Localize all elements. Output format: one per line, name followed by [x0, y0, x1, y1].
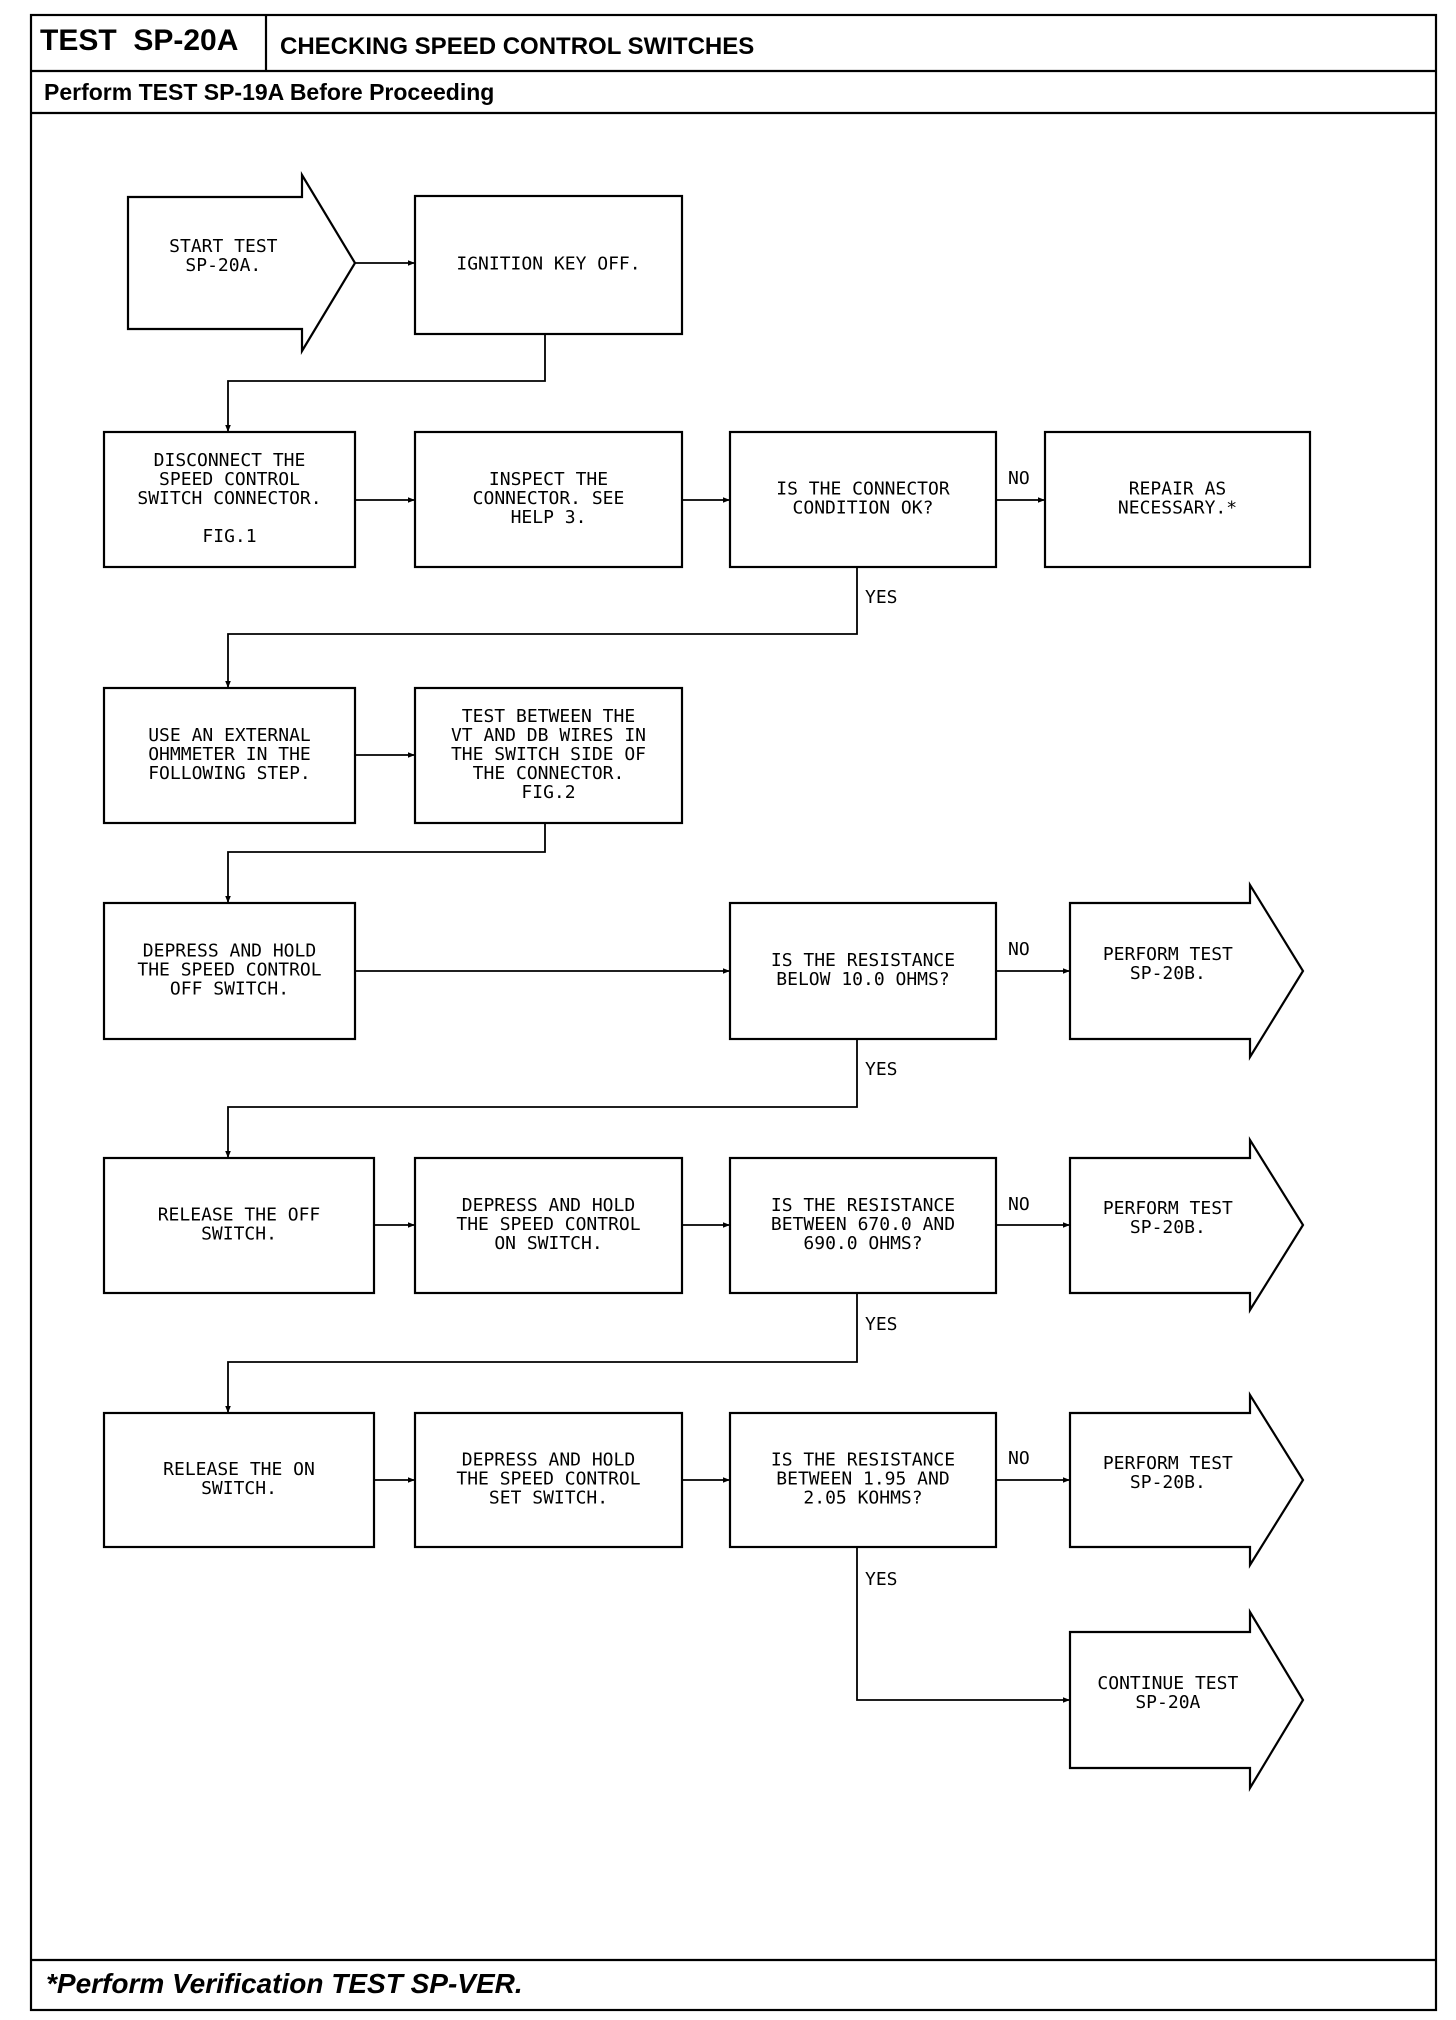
node-text-line: SP-20A.	[185, 255, 261, 276]
node-text-line: THE CONNECTOR.	[473, 763, 625, 784]
node-text-line: FOLLOWING STEP.	[148, 763, 311, 784]
ignition-step: IGNITION KEY OFF.	[413, 194, 684, 336]
node-text-line: RELEASE THE ON	[163, 1459, 315, 1480]
edge-label-no: NO	[1008, 468, 1030, 489]
node-text-line: BETWEEN 1.95 AND	[776, 1469, 949, 1490]
node-text-line: PERFORM TEST	[1103, 944, 1233, 965]
node-text-line: 2.05 KOHMS?	[803, 1488, 922, 1509]
connector-195-yes	[856, 1547, 1070, 1703]
node-text-line: OFF SWITCH.	[170, 979, 289, 1000]
node-text-line: SP-20B.	[1130, 963, 1206, 984]
prerequisite-note: Perform TEST SP-19A Before Proceeding	[44, 79, 495, 105]
node-text-line: THE SPEED CONTROL	[137, 960, 321, 981]
node-text-line: IS THE RESISTANCE	[771, 1450, 955, 1471]
node-text-line: IGNITION KEY OFF.	[456, 254, 640, 275]
node-text-line: DEPRESS AND HOLD	[462, 1195, 635, 1216]
node-text-line: RELEASE THE OFF	[158, 1205, 321, 1226]
node-text-line: START TEST	[169, 236, 278, 257]
node-text-line: DEPRESS AND HOLD	[462, 1450, 635, 1471]
node-text-line: DISCONNECT THE	[154, 450, 306, 471]
node-text-line: CONNECTOR. SEE	[473, 488, 625, 509]
node-text-line: USE AN EXTERNAL	[148, 725, 311, 746]
page-title: CHECKING SPEED CONTROL SWITCHES	[280, 33, 755, 60]
footer-note: *Perform Verification TEST SP-VER.	[46, 1968, 523, 1999]
node-text-line: OHMMETER IN THE	[148, 744, 311, 765]
node-text-line: HELP 3.	[511, 507, 587, 528]
edge-label-yes: YES	[865, 1059, 898, 1080]
node-text-line: IS THE RESISTANCE	[771, 1195, 955, 1216]
node-text-line: FIG.1	[202, 526, 256, 547]
node-text-line: TEST BETWEEN THE	[462, 706, 635, 727]
node-text-line: 690.0 OHMS?	[803, 1233, 922, 1254]
node-text-line: CONTINUE TEST	[1097, 1673, 1238, 1694]
connector-below10-yes	[225, 1039, 858, 1158]
edge-label-no: NO	[1008, 1448, 1030, 1469]
node-text-line: BETWEEN 670.0 AND	[771, 1214, 955, 1235]
node-text-line: VT AND DB WIRES IN	[451, 725, 646, 746]
edge-label-yes: YES	[865, 1569, 898, 1590]
node-text-line: THE SPEED CONTROL	[456, 1214, 640, 1235]
connector-ignition-to-disconnect	[225, 334, 546, 432]
node-text-line: SPEED CONTROL	[159, 469, 300, 490]
node-text-line: IS THE CONNECTOR	[776, 479, 950, 500]
edge-label-yes: YES	[865, 587, 898, 608]
edge-label-no: NO	[1008, 939, 1030, 960]
connector-test-to-depress-off	[225, 823, 546, 903]
edge-label-no: NO	[1008, 1194, 1030, 1215]
node-text-line: REPAIR AS	[1129, 479, 1227, 500]
edge-label-yes: YES	[865, 1314, 898, 1335]
connector-670-yes	[225, 1293, 858, 1413]
connector-question-yes-ohmmeter	[225, 567, 858, 688]
node-text-line: SWITCH CONNECTOR.	[137, 488, 321, 509]
node-text-line: SP-20B.	[1130, 1472, 1206, 1493]
test-id: TEST SP-20A	[40, 24, 239, 57]
node-text-line: CONDITION OK?	[793, 498, 934, 519]
node-text-line: INSPECT THE	[489, 469, 608, 490]
node-text-line: SWITCH.	[201, 1224, 277, 1245]
node-text-line: BELOW 10.0 OHMS?	[776, 969, 949, 990]
node-text-line: PERFORM TEST	[1103, 1198, 1233, 1219]
node-text-line: SET SWITCH.	[489, 1488, 608, 1509]
node-text-line: ON SWITCH.	[494, 1233, 602, 1254]
node-text-line: PERFORM TEST	[1103, 1453, 1233, 1474]
node-text-line: SP-20B.	[1130, 1217, 1206, 1238]
node-text-line: SP-20A	[1135, 1692, 1200, 1713]
node-text-line: THE SWITCH SIDE OF	[451, 744, 646, 765]
node-text-line: NECESSARY.*	[1118, 498, 1237, 519]
page-border	[29, 13, 1438, 2012]
node-text-line: THE SPEED CONTROL	[456, 1469, 640, 1490]
node-text-line: FIG.2	[521, 782, 575, 803]
node-text-line: DEPRESS AND HOLD	[143, 941, 316, 962]
node-text-line: IS THE RESISTANCE	[771, 950, 955, 971]
node-text-line: SWITCH.	[201, 1478, 277, 1499]
